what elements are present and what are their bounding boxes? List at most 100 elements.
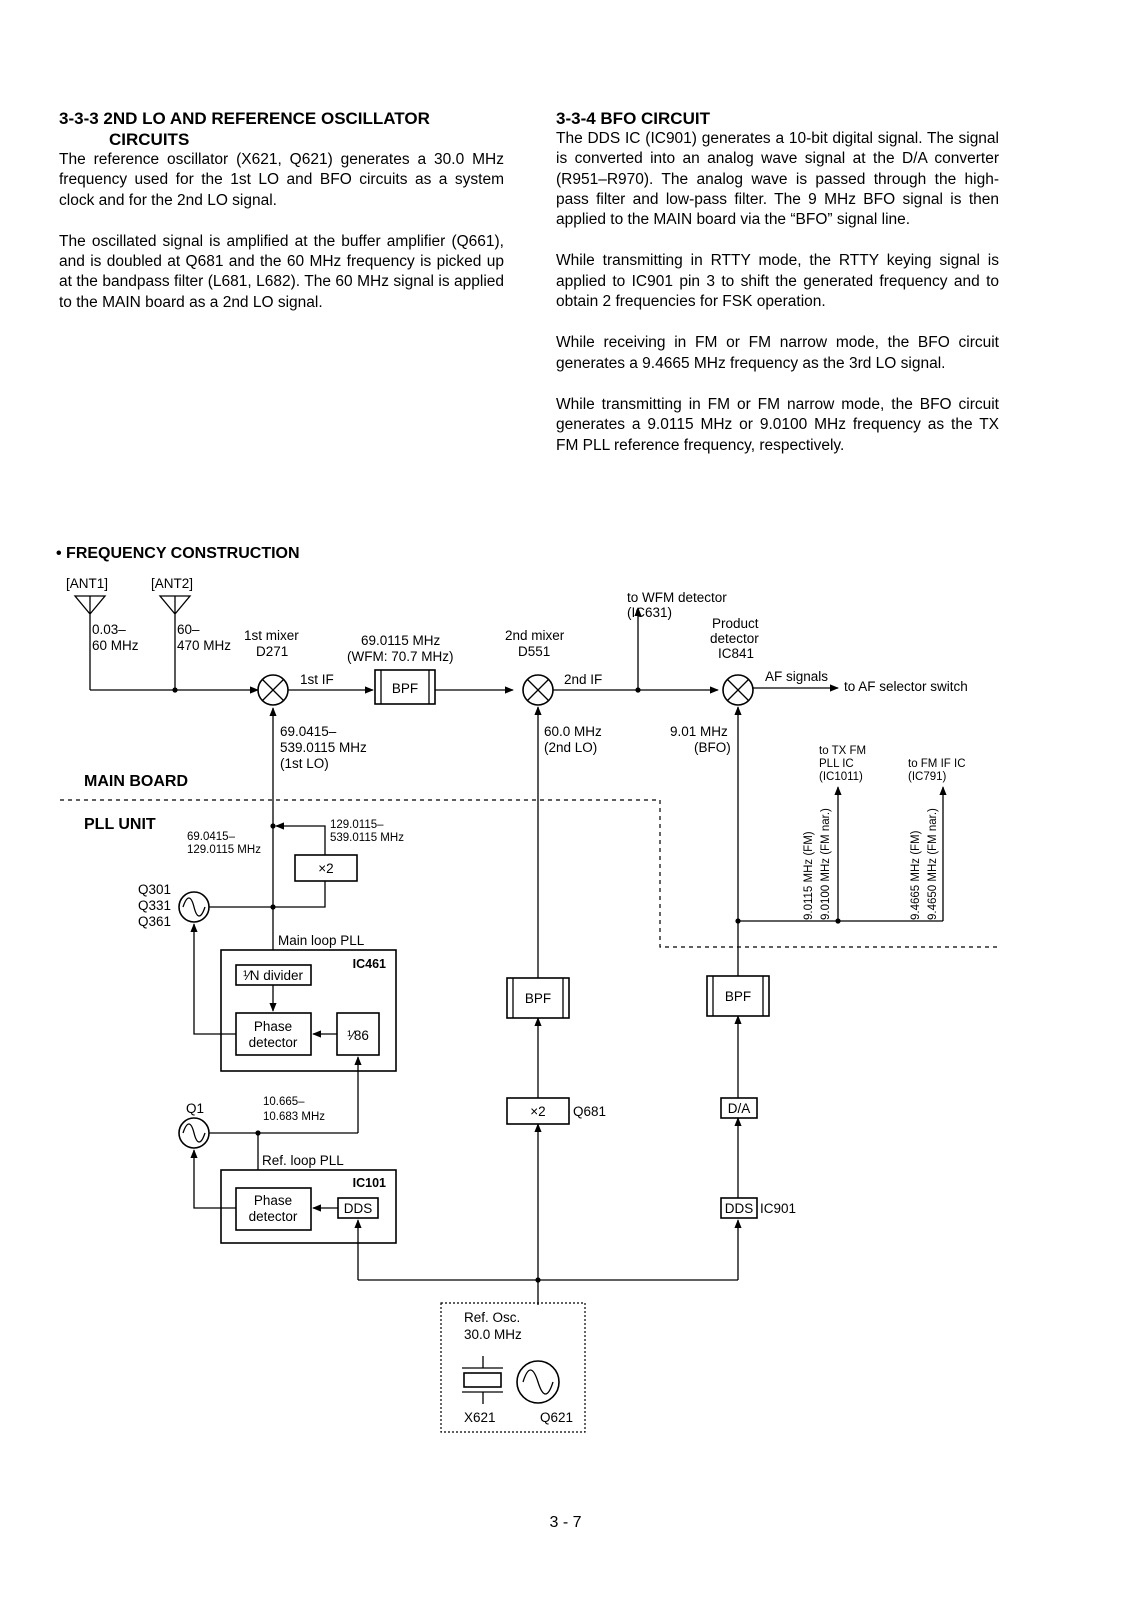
tx-fm-nar-freq-vertical: 9.0100 MHz (FM nar.): [820, 808, 832, 920]
dds-label-ic101: DDS: [344, 1201, 373, 1216]
ref-osc-line1: Ref. Osc.: [464, 1310, 520, 1325]
paragraph: While transmitting in RTTY mode, the RTT…: [556, 252, 999, 311]
dds-ic901: DDS IC901: [720, 1197, 796, 1219]
if1-label: 1st IF: [300, 672, 334, 687]
fm-if-freq-vertical: 9.4665 MHz (FM): [910, 830, 922, 920]
ref-freq-line2: 10.683 MHz: [263, 1111, 325, 1123]
wfm-detector-line2: (IC631): [627, 605, 672, 620]
ic901-label: IC901: [760, 1201, 796, 1216]
mixer2-part: D551: [518, 644, 550, 659]
ant2-range-line1: 60–: [177, 622, 200, 637]
fm-if-ic-line2: (IC791): [908, 771, 947, 783]
mixer2-label: 2nd mixer: [505, 628, 565, 643]
lo2-freq-line2: (2nd LO): [544, 740, 597, 755]
mixer1-label: 1st mixer: [244, 628, 299, 643]
vco-q331: Q331: [138, 898, 171, 913]
div86-label: ¹⁄86: [347, 1028, 369, 1043]
ic461-block: IC461 ¹⁄N divider Phase detector ¹⁄86: [220, 949, 397, 1072]
q621-label: Q621: [540, 1410, 573, 1425]
bpf-2nd-lo: BPF: [506, 977, 570, 1019]
ant1-range-line1: 0.03–: [92, 622, 126, 637]
product-detector-line1: Product: [712, 616, 759, 631]
vco-q301: Q301: [138, 882, 171, 897]
lo1-freq-line1: 69.0415–: [280, 724, 337, 739]
ant2-label: [ANT2]: [151, 576, 193, 591]
vco-q361: Q361: [138, 914, 171, 929]
ic101-label: IC101: [353, 1176, 386, 1190]
ref-freq-line1: 10.665–: [263, 1096, 305, 1108]
oscillator-q621: Q621: [516, 1360, 573, 1425]
af-selector-label: to AF selector switch: [844, 679, 968, 694]
fm-if-ic-line1: to FM IF IC: [908, 758, 966, 770]
vco-high-line2: 539.0115 MHz: [330, 832, 404, 844]
da-converter: D/A: [720, 1097, 758, 1119]
bpf-2nd-lo-label: BPF: [525, 991, 551, 1006]
ref-phase-detector-line2: detector: [249, 1209, 298, 1224]
phase-detector-line1: Phase: [254, 1019, 292, 1034]
section-bfo-circuit: 3-3-4 BFO CIRCUIT The DDS IC (IC901) gen…: [556, 108, 999, 477]
wfm-detector-line1: to WFM detector: [627, 590, 727, 605]
heading-line-2: CIRCUITS: [109, 130, 190, 149]
bpf-bfo: BPF: [706, 975, 770, 1017]
doubler-label: ×2: [318, 861, 333, 876]
dds-label-ic901: DDS: [725, 1201, 754, 1216]
doubler-x2-pll: ×2: [294, 854, 358, 882]
bpf-label: BPF: [392, 681, 418, 696]
ant1-range-line2: 60 MHz: [92, 638, 139, 653]
product-detector: Product detector IC841: [710, 616, 759, 706]
fm-if-nar-freq-vertical: 9.4650 MHz (FM nar.): [927, 808, 939, 920]
ref-osc-line2: 30.0 MHz: [464, 1327, 522, 1342]
ic101-block: IC101 Phase detector DDS: [220, 1169, 397, 1244]
ref-phase-detector-line1: Phase: [254, 1193, 292, 1208]
paragraph: The oscillated signal is amplified at th…: [59, 232, 504, 311]
paragraph: The DDS IC (IC901) generates a 10-bit di…: [556, 130, 999, 229]
vco-oscillator: Q301 Q331 Q361: [138, 882, 210, 929]
section-heading: 3-3-4 BFO CIRCUIT: [556, 109, 710, 128]
section-2nd-lo: 3-3-3 2ND LO AND REFERENCE OSCILLATOR CI…: [59, 108, 504, 334]
n-divider-label: ¹⁄N divider: [243, 968, 304, 983]
ref-oscillator-q1: Q1: [178, 1101, 210, 1149]
paragraph: The reference oscillator (X621, Q621) ge…: [59, 151, 504, 209]
main-board-label: MAIN BOARD: [84, 773, 188, 790]
board-boundary: [60, 799, 998, 948]
mixer1-part: D271: [256, 644, 288, 659]
tx-fm-pll-line1: to TX FM: [819, 745, 866, 757]
lo2-freq-line1: 60.0 MHz: [544, 724, 602, 739]
heading-line-1: 3-3-3 2ND LO AND REFERENCE OSCILLATOR: [59, 109, 430, 128]
phase-detector-box: [235, 1012, 312, 1056]
section-heading: 3-3-3 2ND LO AND REFERENCE OSCILLATOR CI…: [59, 108, 504, 150]
antenna-2: [ANT2] 60– 470 MHz: [151, 576, 231, 690]
ref-phase-detector-box: [235, 1187, 312, 1231]
q1-label: Q1: [186, 1101, 204, 1116]
ref-osc-box: [440, 1302, 586, 1433]
vco-low-line2: 129.0115 MHz: [187, 844, 261, 856]
second-mixer: 2nd mixer D551: [505, 628, 565, 706]
phase-detector-line2: detector: [249, 1035, 298, 1050]
crystal-x621: X621: [462, 1356, 503, 1425]
bfo-freq-line2: (BFO): [694, 740, 731, 755]
tx-fm-pll-line3: (IC1011): [819, 771, 863, 783]
diagram-title: • FREQUENCY CONSTRUCTION: [56, 545, 300, 562]
main-loop-label: Main loop PLL: [278, 933, 365, 948]
vco-low-line1: 69.0415–: [187, 831, 236, 843]
lo1-freq-line3: (1st LO): [280, 756, 329, 771]
tx-fm-pll-line2: PLL IC: [819, 758, 854, 770]
antenna-1: [ANT1] 0.03– 60 MHz: [66, 576, 139, 690]
da-label: D/A: [728, 1101, 751, 1116]
if2-label: 2nd IF: [564, 672, 602, 687]
doubler-q681: ×2 Q681: [506, 1097, 606, 1125]
ref-loop-label: Ref. loop PLL: [262, 1153, 344, 1168]
if1-freq-line2: (WFM: 70.7 MHz): [347, 649, 454, 664]
page-number: 3 - 7: [549, 1514, 582, 1531]
paragraph: While receiving in FM or FM narrow mode,…: [556, 334, 999, 372]
tx-fm-freq-vertical: 9.0115 MHz (FM): [803, 831, 815, 920]
ant1-label: [ANT1]: [66, 576, 108, 591]
product-detector-part: IC841: [718, 646, 754, 661]
first-mixer: 1st mixer D271: [244, 628, 299, 706]
af-signals-label: AF signals: [765, 669, 828, 684]
bpf-bfo-label: BPF: [725, 989, 751, 1004]
if1-freq-line1: 69.0115 MHz: [361, 633, 441, 648]
ic461-label: IC461: [353, 957, 386, 971]
ant2-range-line2: 470 MHz: [177, 638, 231, 653]
lo1-freq-line2: 539.0115 MHz: [280, 740, 367, 755]
